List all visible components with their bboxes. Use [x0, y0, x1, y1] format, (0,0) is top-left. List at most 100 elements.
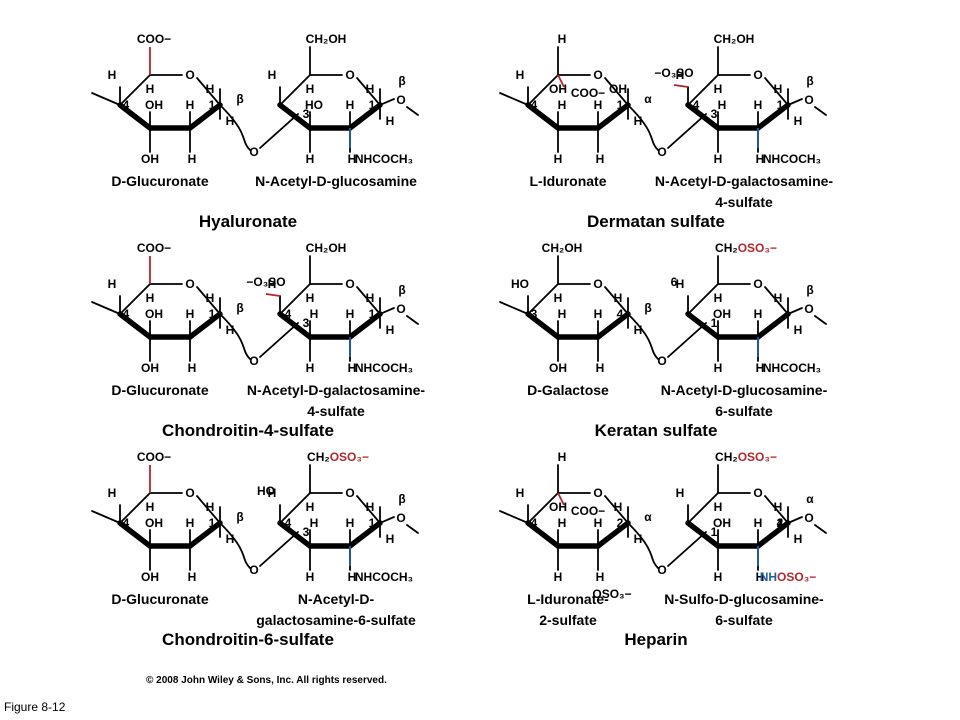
panel-5-right-ring-bond: [764, 495, 789, 524]
panel-4-right-c-number: 4: [285, 516, 292, 530]
panel-0-chain-in: [91, 92, 121, 106]
panel-5-right-substituent: H: [756, 570, 765, 584]
panel-4-right-substituent: H: [306, 570, 315, 584]
panel-1-left-linkage: α: [644, 92, 652, 106]
panel-1-right-substituent: H: [754, 98, 763, 112]
panel-2-right-ring-bond: [356, 286, 381, 315]
panel-5-left-substituent: H: [614, 500, 623, 514]
panel-4-left-substituent: H: [146, 500, 155, 514]
panel-1-right-substituent: H: [676, 68, 685, 82]
panel-0-left-ring-oxygen: O: [185, 68, 194, 82]
panel-0-right-n-group: NHCOCH₃: [355, 152, 413, 166]
panel-4-chain-out: [379, 516, 395, 524]
panel-5-chain-out: [814, 524, 827, 534]
panel-4-right-substituent: H: [310, 516, 319, 530]
panel-1-right-c-number: 1: [777, 98, 784, 112]
panel-4-right-ring-oxygen: O: [345, 486, 354, 500]
panel-5-right-substituent: H: [676, 486, 685, 500]
panel-1-right-ring-front-bond: [755, 102, 791, 131]
panel-4-right-substituent: H: [306, 500, 315, 514]
panel-5-right-substituent: OH: [713, 516, 731, 530]
panel-0-left-ring-front-bond: [187, 102, 223, 131]
panel-5-glycosidic-bond: [667, 531, 707, 567]
panel-3-right-substituent: H: [676, 277, 685, 291]
panel-0-right-residue-name: N-Acetyl-D-glucosamine: [255, 173, 417, 189]
panel-0-right-ring-bond: [279, 74, 311, 106]
panel-4-right-c-number: 3: [303, 525, 310, 539]
panel-0-left-anomeric-h: H: [226, 114, 235, 128]
panel-5-right-c-number: 4: [777, 516, 784, 530]
panel-5-left-c-number: 2: [617, 516, 624, 530]
panel-4-chain-in: [91, 510, 121, 524]
panel-2-chain-in: [91, 301, 121, 315]
panel-1-left-ring-front-bond: [595, 102, 631, 131]
panel-2-chain-out: [379, 307, 395, 315]
panel-3-left-substituent: OH: [549, 361, 567, 375]
panel-1-right-c4-group: −O₃SO: [654, 66, 693, 80]
panel-4-left-ring-oxygen: O: [185, 486, 194, 500]
panel-5-right-substituent: H: [774, 500, 783, 514]
panel-4-right-linkage: β: [398, 492, 405, 506]
panel-4-right-substituent: H: [348, 570, 357, 584]
panel-2-right-substituent: H: [268, 277, 277, 291]
panel-4-left-substituent: H: [188, 570, 197, 584]
panel-3-right-substituent: OH: [713, 307, 731, 321]
panel-1-right-residue-name: N-Acetyl-D-galactosamine-: [655, 173, 833, 189]
panel-0-chain-out: [406, 106, 419, 116]
panel-2-right-substituent: H: [346, 307, 355, 321]
panel-1-left-c6-group: H: [558, 32, 567, 46]
panel-5-left-substituent: H: [596, 570, 605, 584]
panel-1-right-anomeric-h: H: [794, 114, 803, 128]
panel-3-right-ring-bond: [687, 283, 719, 315]
panel-5-right-c-number: 1: [777, 516, 784, 530]
panel-0-left-residue-name: D-Glucuronate: [111, 173, 208, 189]
panel-5-right-anomeric-h: H: [794, 532, 803, 546]
panel-2-left-ring-front-bond: [117, 311, 153, 340]
panel-1-left-substituent: H: [594, 98, 603, 112]
panel-3-left-ring-front-bond: [595, 311, 631, 340]
panel-1-left-c-number: 4: [531, 98, 538, 112]
panel-2-left-ring-bond: [196, 286, 221, 315]
panel-3-left-c-number: 4: [617, 307, 624, 321]
panel-2-right-ring-front-bond: [347, 311, 383, 340]
panel-1-left-residue-name: L-Iduronate: [530, 173, 607, 189]
panel-5-right-residue-name: 6-sulfate: [715, 612, 773, 628]
panel-4-left-substituent: OH: [145, 516, 163, 530]
panel-1-chain-oxygen: O: [804, 93, 813, 107]
panel-5-left-ring-oxygen: O: [593, 486, 602, 500]
panel-3-right-substituent: H: [714, 291, 723, 305]
panel-3-right-ring-bond: [764, 286, 789, 315]
panel-3-left-ring-bond: [604, 286, 629, 315]
panel-5-left-linkage: α: [644, 510, 652, 524]
panel-5-title: Heparin: [624, 630, 687, 649]
panel-2-right-residue-name: 4-sulfate: [307, 403, 365, 419]
panel-1-left-substituent: H: [516, 68, 525, 82]
panel-2-right-substituent: H: [306, 291, 315, 305]
panel-4-glycosidic-bond: [219, 522, 251, 569]
panel-3-left-c-number: 3: [531, 307, 538, 321]
panel-2-left-c-number: 1: [209, 307, 216, 321]
panel-4-chain-out: [406, 524, 419, 534]
panel-1-glycosidic-oxygen: O: [657, 145, 666, 159]
panel-2-right-substituent: H: [366, 291, 375, 305]
panel-5-right-n-group: NHOSO₃−: [760, 570, 817, 584]
panel-0-right-ring-front-bond: [347, 102, 383, 131]
panel-3-left-substituent: H: [596, 361, 605, 375]
panel-1-left-substituent: H: [558, 98, 567, 112]
panel-2-right-c-number: 3: [303, 316, 310, 330]
panel-4-left-anomeric-h: H: [226, 532, 235, 546]
panel-5-left-ring-bond: [604, 495, 629, 524]
panel-1-left-ring-bond: [527, 74, 559, 106]
panel-4-right-c6-group: CH₂OSO₃−: [307, 450, 369, 464]
panel-5-right-c-number: 2: [777, 516, 784, 530]
panel-1-right-c-number: 4: [693, 98, 700, 112]
panel-0-right-c-number: 1: [369, 98, 376, 112]
panel-5-left-residue-name: 2-sulfate: [539, 612, 597, 628]
panel-2-left-ring-oxygen: O: [185, 277, 194, 291]
panel-5-left-anomeric-h: H: [634, 532, 643, 546]
panel-3-chain-out: [814, 315, 827, 325]
panel-0-chain-out: [379, 98, 395, 106]
copyright-notice: © 2008 John Wiley & Sons, Inc. All right…: [146, 675, 387, 686]
